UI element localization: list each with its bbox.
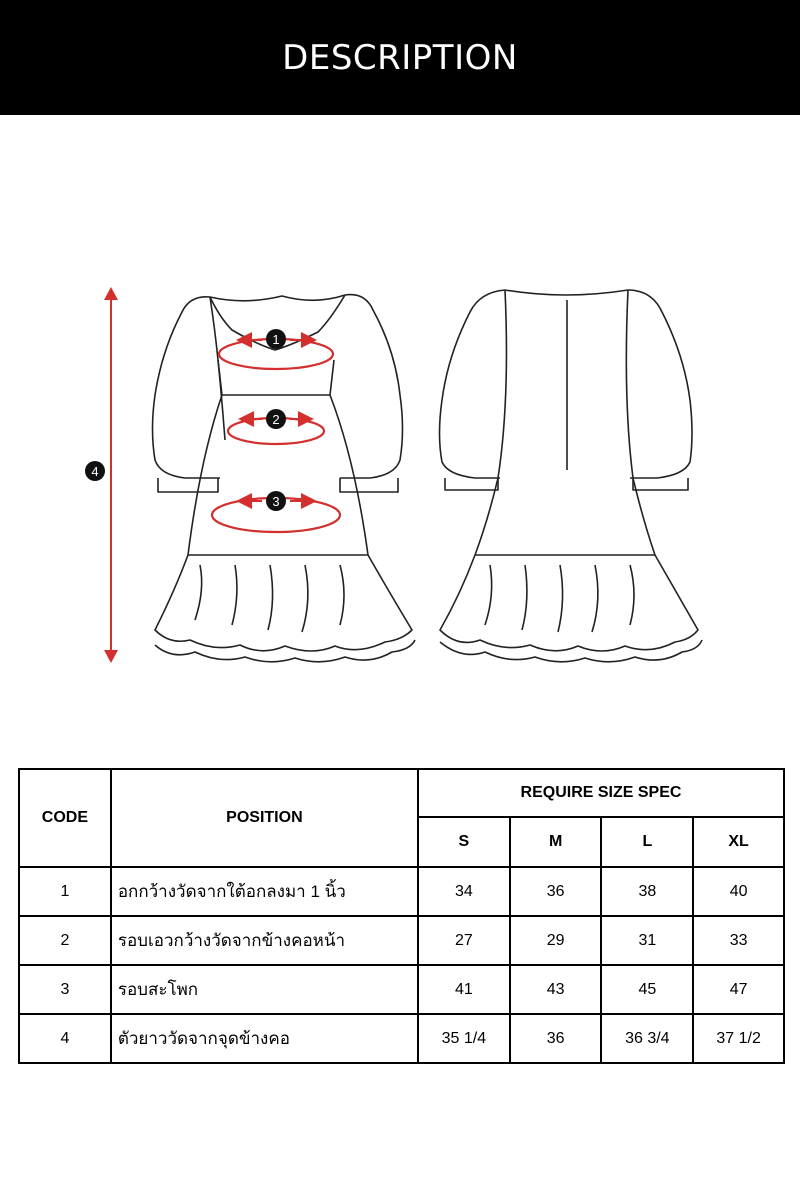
row-value-s: 34	[416, 866, 511, 917]
row-value-xl: 40	[692, 866, 785, 917]
table-row: 3 รอบสะโพก 41 43 45 47	[18, 964, 785, 1015]
row-code: 2	[18, 915, 112, 966]
row-value-xl: 47	[692, 964, 785, 1015]
svg-text:2: 2	[272, 412, 279, 427]
size-header-s: S	[416, 816, 511, 868]
row-position: อกกว้างวัดจากใต้อกลงมา 1 นิ้ว	[109, 866, 419, 917]
code-header: CODE	[18, 768, 112, 868]
row-code: 3	[18, 964, 112, 1015]
marker-2: 2	[266, 409, 286, 429]
row-value-s: 27	[416, 915, 511, 966]
row-value-l: 36 3/4	[600, 1013, 695, 1064]
row-position: รอบเอวกว้างวัดจากข้างคอหน้า	[109, 915, 419, 966]
size-header-xl: XL	[692, 816, 785, 868]
row-value-xl: 37 1/2	[692, 1013, 785, 1064]
svg-text:4: 4	[91, 464, 98, 479]
size-header-l: L	[600, 816, 695, 868]
svg-text:1: 1	[272, 332, 279, 347]
spec-header: REQUIRE SIZE SPEC	[416, 768, 786, 818]
table-row: 1 อกกว้างวัดจากใต้อกลงมา 1 นิ้ว 34 36 38…	[18, 866, 785, 917]
front-dress-outline	[151, 293, 416, 663]
row-value-m: 29	[508, 915, 603, 966]
row-value-s: 35 1/4	[416, 1013, 511, 1064]
row-value-m: 43	[508, 964, 603, 1015]
back-dress-outline	[438, 289, 703, 663]
marker-4: 4	[85, 461, 105, 481]
page-title: DESCRIPTION	[282, 37, 518, 78]
position-header: POSITION	[109, 768, 419, 868]
row-value-m: 36	[508, 1013, 603, 1064]
marker-1: 1	[266, 329, 286, 349]
size-header-m: M	[508, 816, 603, 868]
row-value-m: 36	[508, 866, 603, 917]
marker-3: 3	[266, 491, 286, 511]
dress-measurement-diagram: 1 2 3 4	[85, 287, 703, 663]
header-bar: DESCRIPTION	[0, 0, 800, 115]
size-spec-table: CODE POSITION REQUIRE SIZE SPEC S M L XL…	[18, 768, 786, 1064]
row-position: รอบสะโพก	[109, 964, 419, 1015]
row-value-l: 45	[600, 964, 695, 1015]
row-code: 1	[18, 866, 112, 917]
table-row: 4 ตัวยาววัดจากจุดข้างคอ 35 1/4 36 36 3/4…	[18, 1013, 785, 1064]
row-value-l: 38	[600, 866, 695, 917]
row-value-s: 41	[416, 964, 511, 1015]
row-position: ตัวยาววัดจากจุดข้างคอ	[109, 1013, 419, 1064]
table-row: 2 รอบเอวกว้างวัดจากข้างคอหน้า 27 29 31 3…	[18, 915, 785, 966]
row-value-xl: 33	[692, 915, 785, 966]
length-arrow	[104, 287, 118, 663]
svg-text:3: 3	[272, 494, 279, 509]
row-code: 4	[18, 1013, 112, 1064]
row-value-l: 31	[600, 915, 695, 966]
